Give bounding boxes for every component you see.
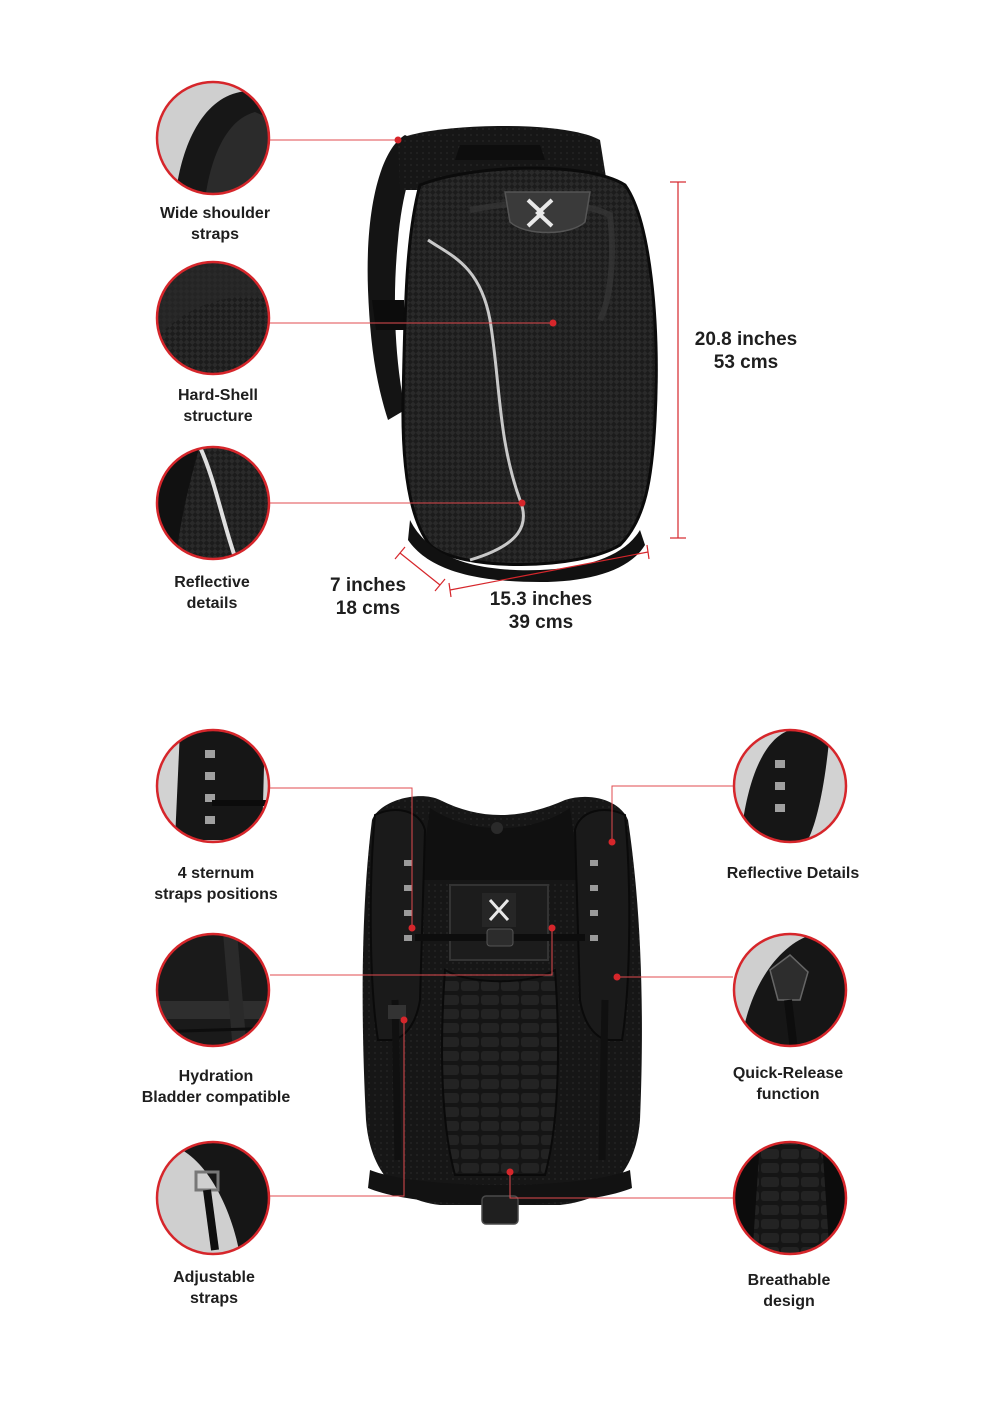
callout-image-adjustable-straps [155,1140,271,1256]
dimension-height-metric: 53 cms [713,352,779,373]
dimension-height-imperial: 20.8 inches [694,329,798,350]
label-hard-shell-structure: Hard-Shell structure [177,387,258,425]
callout-image-reflective-back [732,728,848,844]
callout-image-shoulder-straps [155,80,271,196]
callout-image-hydration [155,932,271,1048]
dimension-width: 15.3 inches 39 cms [461,588,621,634]
dimension-width-imperial: 15.3 inches [489,589,593,610]
callout-image-quick-release [732,932,848,1048]
label-reflective-details-front: Reflective details [174,574,250,612]
label-sternum-strap-positions: 4 sternum straps positions [154,865,278,903]
label-reflective-details-back: Reflective Details [726,865,860,882]
back-backpack-image [362,796,642,1225]
hotspot-hard-shell [549,319,557,327]
label-wide-shoulder-straps: Wide shoulder straps [159,205,271,243]
label-quick-release: Quick-Release function [732,1065,844,1103]
hotspot-reflective-front [518,499,526,507]
dimension-depth-metric: 18 cms [335,598,401,619]
front-callout-lines [270,139,553,504]
callout-image-reflective-front [155,445,271,561]
dimension-height: 20.8 inches 53 cms [666,328,826,374]
callout-image-breathable [732,1140,848,1256]
dimension-width-metric: 39 cms [508,612,574,633]
callout-image-sternum-straps [155,728,271,844]
dimension-depth: 7 inches 18 cms [288,574,448,620]
back-callout-lines [270,785,733,1199]
dimension-depth-imperial: 7 inches [329,575,407,596]
dimension-lines [394,181,686,598]
callout-image-hard-shell [155,260,271,376]
label-hydration-bladder: Hydration Bladder compatible [141,1068,291,1106]
label-breathable-design: Breathable design [747,1272,831,1310]
front-backpack-image [367,126,658,582]
hotspot-shoulder-straps [394,136,402,144]
back-hotspots [400,838,621,1176]
label-adjustable-straps: Adjustable straps [173,1269,255,1307]
